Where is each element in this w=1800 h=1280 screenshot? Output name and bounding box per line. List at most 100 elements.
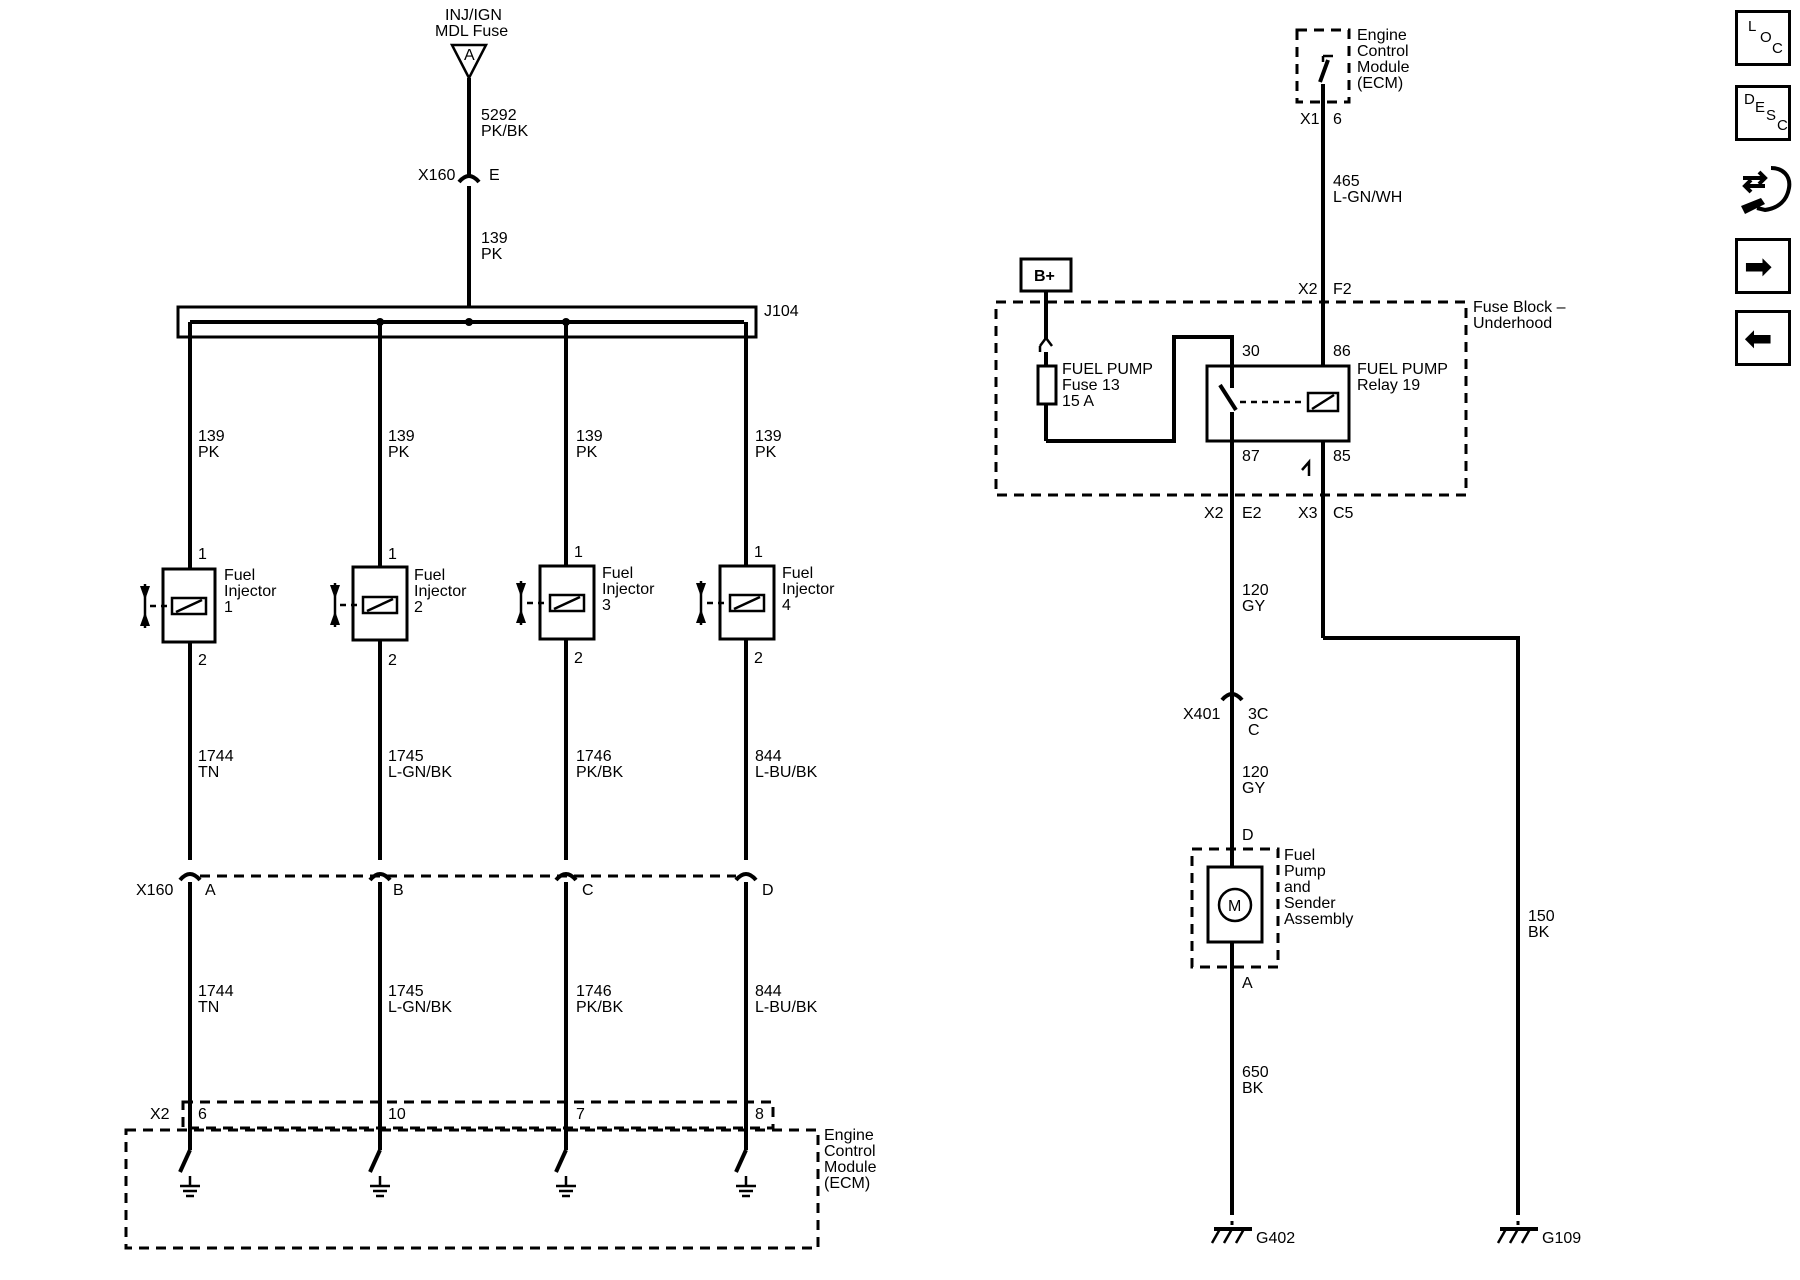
lower-color-3: PK/BK [576, 999, 623, 1016]
feed-circuit: 139 [576, 428, 603, 445]
loc-letter-l: L [1748, 18, 1757, 35]
feed-circuit: 139 [198, 428, 225, 445]
splice-j104: J104 [176, 303, 799, 339]
fuse13-line2: Fuse 13 [1062, 377, 1120, 394]
wire-650-color: BK [1242, 1080, 1264, 1097]
pin-bottom: 2 [198, 652, 207, 669]
connector-x160-e: X160 E [418, 167, 500, 196]
next-page-button[interactable]: ➡ [1735, 238, 1791, 294]
connector-name: X160 [418, 167, 455, 184]
fuse-block-line1: Fuse Block – [1473, 299, 1566, 316]
pump-motor: M [1228, 898, 1241, 915]
pump-line5: Assembly [1284, 911, 1353, 928]
lower-ctrl-wires: 1744 TN 1745 L-GN/BK 1746 PK/BK 844 L-BU… [188, 882, 818, 1150]
x401-pin1: 3C [1248, 706, 1268, 723]
pump-line1: Fuel [1284, 847, 1315, 864]
feed-color: PK [755, 444, 777, 461]
pump-line3: and [1284, 879, 1311, 896]
injector-label-line1: Fuel [782, 565, 813, 582]
injector-label-line1: Fuel [414, 567, 445, 584]
wire-139-color: PK [481, 246, 503, 263]
fuse-label-line2: MDL Fuse [435, 23, 508, 40]
ecm-switch-4 [734, 1149, 756, 1198]
injector-number: 3 [602, 597, 611, 614]
wire-5292-color: PK/BK [481, 123, 528, 140]
x2-e2-name: X2 [1204, 505, 1224, 522]
fuse13-line1: FUEL PUMP [1062, 361, 1153, 378]
desc-letter-e: E [1755, 99, 1766, 116]
pin-top: 1 [198, 546, 207, 563]
desc-letter-c: C [1777, 117, 1788, 134]
pump-line2: Pump [1284, 863, 1326, 880]
ecm-top-line1: Engine [1357, 27, 1407, 44]
lower-circuit-1: 1744 [198, 983, 234, 1000]
x160-pin-a: A [205, 882, 216, 899]
ground-g402: G402 [1210, 1170, 1295, 1247]
x1-pin: 6 [1333, 111, 1342, 128]
ctrl-circuit: 1746 [576, 748, 612, 765]
x1-name: X1 [1300, 111, 1320, 128]
pin-bottom: 2 [388, 652, 397, 669]
ecm-top: Engine Control Module (ECM) X1 6 [1295, 27, 1410, 128]
fuse-13: FUEL PUMP Fuse 13 15 A [1036, 352, 1153, 441]
wire-120-circuit-a: 120 [1242, 582, 1269, 599]
x2-e2-pin: E2 [1242, 505, 1262, 522]
pin-top: 1 [574, 544, 583, 561]
injector-column-2: 139 PK 1 Fuel Injector 2 2 1745 L-GN/BK [330, 322, 467, 860]
ecm-label-line1: Engine [824, 1127, 874, 1144]
wire-120-circuit-b: 120 [1242, 764, 1269, 781]
injector-label-line2: Injector [224, 583, 277, 600]
feed-color: PK [576, 444, 598, 461]
desc-letter-d: D [1744, 91, 1755, 108]
pump-pin-bottom: A [1242, 975, 1253, 992]
lower-color-2: L-GN/BK [388, 999, 452, 1016]
injector-label-line1: Fuel [602, 565, 633, 582]
ecm-switch-1 [178, 1149, 200, 1198]
ecm-switch-3 [554, 1149, 576, 1198]
loc-letter-o: O [1760, 29, 1772, 46]
relay-pin-86: 86 [1333, 343, 1351, 360]
fuse-terminal: A [464, 47, 475, 64]
loc-letter-c: C [1772, 40, 1783, 57]
ctrl-circuit: 1744 [198, 748, 234, 765]
relay-pin-30: 30 [1242, 343, 1260, 360]
injector-number: 4 [782, 597, 791, 614]
x401-pin2: C [1248, 722, 1260, 739]
splice-name: J104 [764, 303, 799, 320]
x401-name: X401 [1183, 706, 1220, 723]
connector-wrench-icon [1741, 166, 1792, 214]
location-button[interactable]: L O C [1735, 10, 1791, 66]
feed-color: PK [198, 444, 220, 461]
fuse-block-underhood: Fuse Block – Underhood [994, 299, 1566, 497]
ctrl-color: PK/BK [576, 764, 623, 781]
fuse-block-line2: Underhood [1473, 315, 1552, 332]
fuse-label-line1: INJ/IGN [445, 7, 502, 24]
connector-wrench-button[interactable] [1735, 160, 1795, 224]
pump-line4: Sender [1284, 895, 1336, 912]
previous-page-button[interactable]: ⬅ [1735, 310, 1791, 366]
injector-column-4: 139 PK 1 Fuel Injector 4 2 844 L-BU/BK [696, 322, 835, 860]
feed-circuit: 139 [755, 428, 782, 445]
fuse13-line3: 15 A [1062, 393, 1094, 410]
ecm-label-line2: Control [824, 1143, 876, 1160]
g402-label: G402 [1256, 1230, 1295, 1247]
connector-x160-row: X160 A B C D [136, 872, 774, 899]
battery-positive: B+ [1019, 257, 1073, 293]
feed-circuit: 139 [388, 428, 415, 445]
fuel-pump-sender-assembly: D M Fuel Pump and Sender Assembly A [1190, 827, 1353, 992]
x160-pin-b: B [393, 882, 404, 899]
lower-circuit-4: 844 [755, 983, 782, 1000]
wire-120-color-b: GY [1242, 780, 1265, 797]
relay-pin-87: 87 [1242, 448, 1260, 465]
ctrl-color: TN [198, 764, 219, 781]
fuel-pump-relay-19: 30 86 87 85 FUEL PUMP Relay 19 [1205, 343, 1448, 465]
injector-label-line2: Injector [414, 583, 467, 600]
injector-label-line1: Fuel [224, 567, 255, 584]
ctrl-color: L-BU/BK [755, 764, 818, 781]
x160-pin-c: C [582, 882, 594, 899]
pin-bottom: 2 [574, 650, 583, 667]
pump-pin-top: D [1242, 827, 1254, 844]
wire-120-color-a: GY [1242, 598, 1265, 615]
description-button[interactable]: D E S C [1735, 85, 1791, 141]
injector-column-1: 139 PK 1 Fuel Injector 1 2 1744 TN [140, 322, 277, 860]
